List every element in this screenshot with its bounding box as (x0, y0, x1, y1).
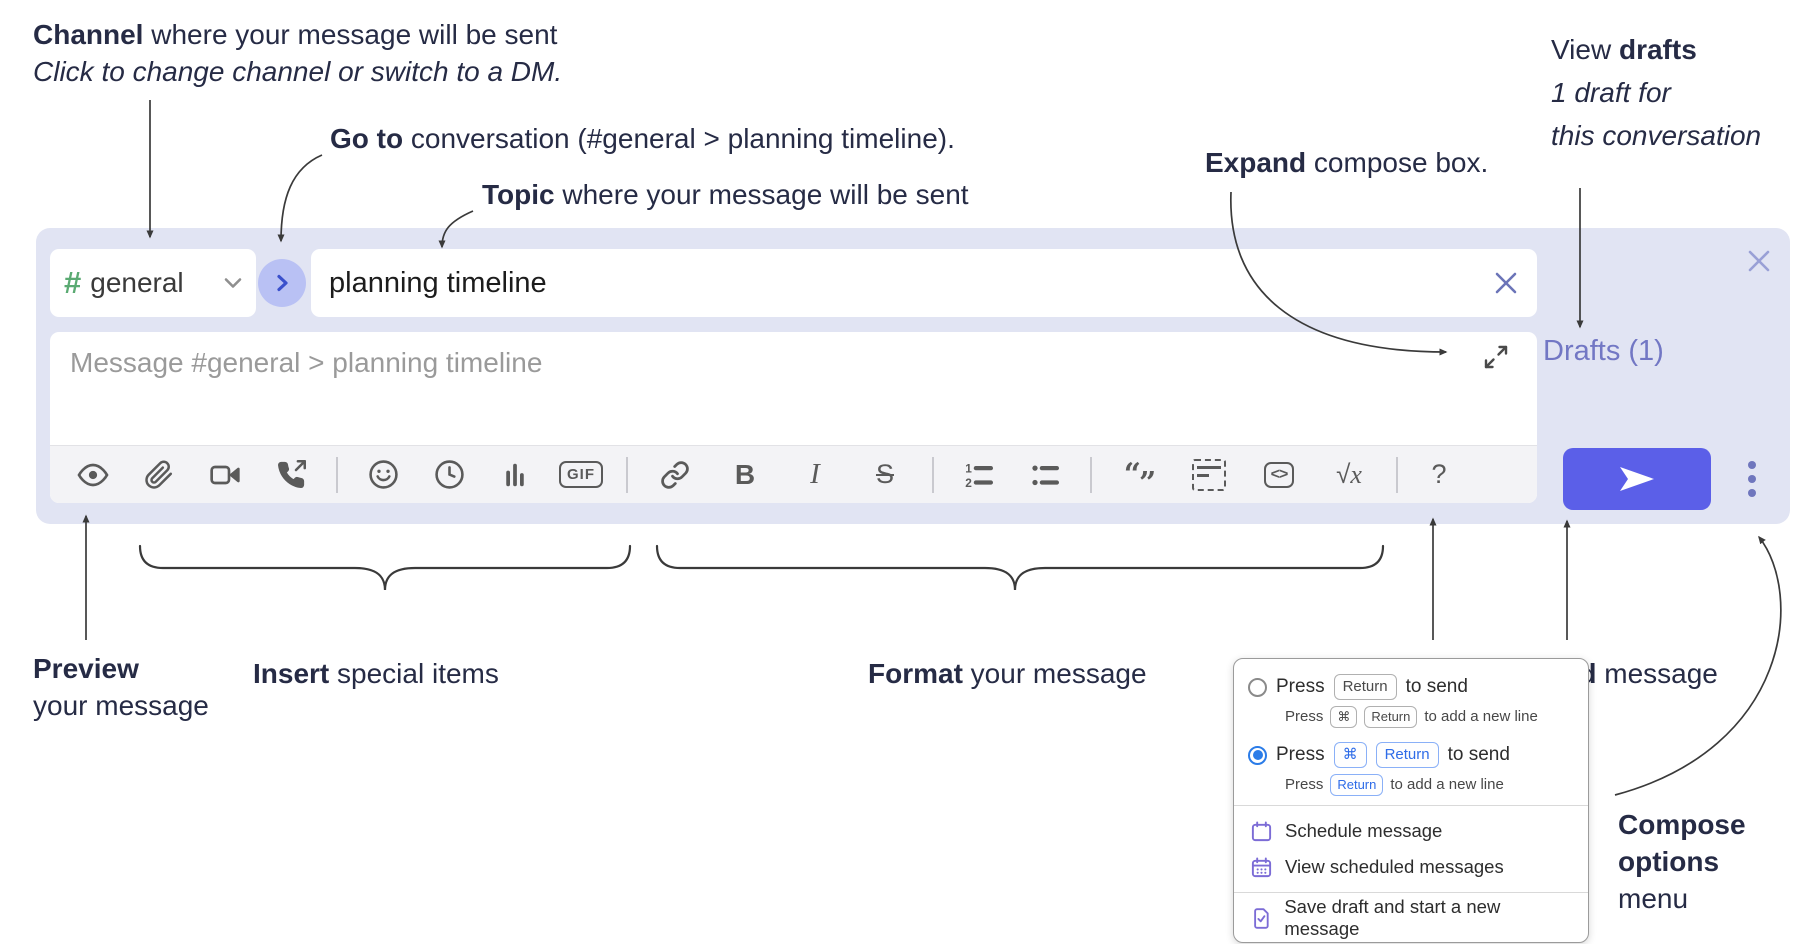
message-input[interactable]: Message #general > planning timeline (50, 332, 1537, 503)
clear-topic-icon[interactable] (1493, 270, 1519, 296)
kbd-return: Return (1330, 773, 1384, 796)
compose-box: # general planning timeline Drafts (1) M… (36, 228, 1790, 524)
expand-compose-icon[interactable] (1483, 344, 1509, 370)
numbered-list-icon[interactable]: 1 2 (946, 446, 1012, 504)
menu-item-schedule-message[interactable]: Schedule message (1234, 813, 1588, 849)
message-formatting-help-icon[interactable]: ? (1431, 459, 1447, 489)
math-icon[interactable]: √x (1336, 459, 1362, 489)
toolbar-divider (932, 456, 934, 493)
gif-icon[interactable]: GIF (548, 446, 614, 504)
compose-options-annotation: Compose options menu (1618, 809, 1746, 914)
chevron-down-icon (224, 278, 242, 288)
goto-annotation: Go to conversation (#general > planning … (330, 123, 955, 154)
video-call-icon[interactable] (192, 446, 258, 504)
emoji-icon[interactable] (350, 446, 416, 504)
compose-toolbar: GIF B I S 1 2 (50, 445, 1537, 503)
message-placeholder: Message #general > planning timeline (70, 347, 543, 378)
channel-name: general (90, 267, 184, 298)
preview-annotation: Preview your message (33, 653, 209, 721)
compose-options-menu: Press Return to send Press ⌘ Return to a… (1233, 658, 1589, 943)
toolbar-divider (1396, 456, 1398, 493)
menu-divider (1234, 892, 1588, 893)
menu-option-cmd-enter-sends[interactable]: Press ⌘ Return to send Press Return to a… (1234, 735, 1588, 798)
time-icon[interactable] (416, 446, 482, 504)
calendar-grid-icon (1251, 856, 1272, 877)
audio-call-icon[interactable] (258, 446, 324, 504)
kbd-cmd: ⌘ (1333, 742, 1367, 768)
draft-check-icon (1254, 907, 1269, 929)
send-button[interactable] (1563, 448, 1711, 510)
chevron-right-icon (277, 274, 288, 292)
topic-value: planning timeline (329, 266, 547, 299)
view-drafts-annotation: View drafts 1 draft for this conversatio… (1551, 34, 1762, 151)
radio-unselected[interactable] (1248, 677, 1267, 697)
menu-item-save-draft[interactable]: Save draft and start a new message (1234, 896, 1588, 939)
insert-brace (138, 544, 632, 591)
link-icon[interactable] (640, 446, 710, 504)
code-icon[interactable]: <> (1244, 446, 1314, 504)
channel-annotation: Channel where your message will be sent … (33, 19, 563, 87)
channel-selector[interactable]: # general (50, 249, 256, 317)
menu-item-view-scheduled[interactable]: View scheduled messages (1234, 849, 1588, 885)
menu-option-enter-sends[interactable]: Press Return to send Press ⌘ Return to a… (1234, 667, 1588, 730)
preview-icon[interactable] (60, 446, 126, 504)
svg-text:1: 1 (965, 461, 972, 475)
topic-input[interactable]: planning timeline (311, 249, 1537, 317)
close-compose-icon[interactable] (1746, 248, 1772, 274)
expand-annotation: Expand compose box. (1205, 147, 1489, 178)
svg-text:2: 2 (965, 475, 972, 489)
toolbar-divider (1090, 456, 1092, 493)
go-to-conversation-button[interactable] (258, 259, 306, 307)
poll-icon[interactable] (482, 446, 548, 504)
toolbar-divider (336, 456, 338, 493)
quote-icon[interactable]: “” (1123, 457, 1157, 501)
bulleted-list-icon[interactable] (1012, 446, 1078, 504)
insert-annotation: Insert special items (253, 658, 499, 689)
channel-hash-icon: # (64, 265, 82, 300)
kbd-return: Return (1375, 742, 1439, 768)
strikethrough-icon[interactable]: S (875, 459, 894, 489)
compose-options-button[interactable] (1736, 450, 1768, 508)
kbd-return: Return (1333, 674, 1397, 700)
spoiler-icon[interactable] (1174, 446, 1244, 504)
bold-icon[interactable]: B (734, 458, 756, 490)
calendar-icon (1251, 820, 1272, 841)
kbd-cmd: ⌘ (1330, 705, 1358, 728)
topic-annotation: Topic where your message will be sent (482, 179, 969, 210)
radio-selected[interactable] (1248, 745, 1267, 765)
drafts-link[interactable]: Drafts (1) (1543, 335, 1664, 367)
kbd-return: Return (1364, 705, 1418, 728)
menu-divider (1234, 805, 1588, 806)
attach-file-icon[interactable] (126, 446, 192, 504)
italic-icon[interactable]: I (810, 458, 820, 490)
toolbar-divider (626, 456, 628, 493)
send-icon (1620, 467, 1654, 491)
format-brace (655, 544, 1385, 591)
format-annotation: Format your message (868, 658, 1147, 689)
